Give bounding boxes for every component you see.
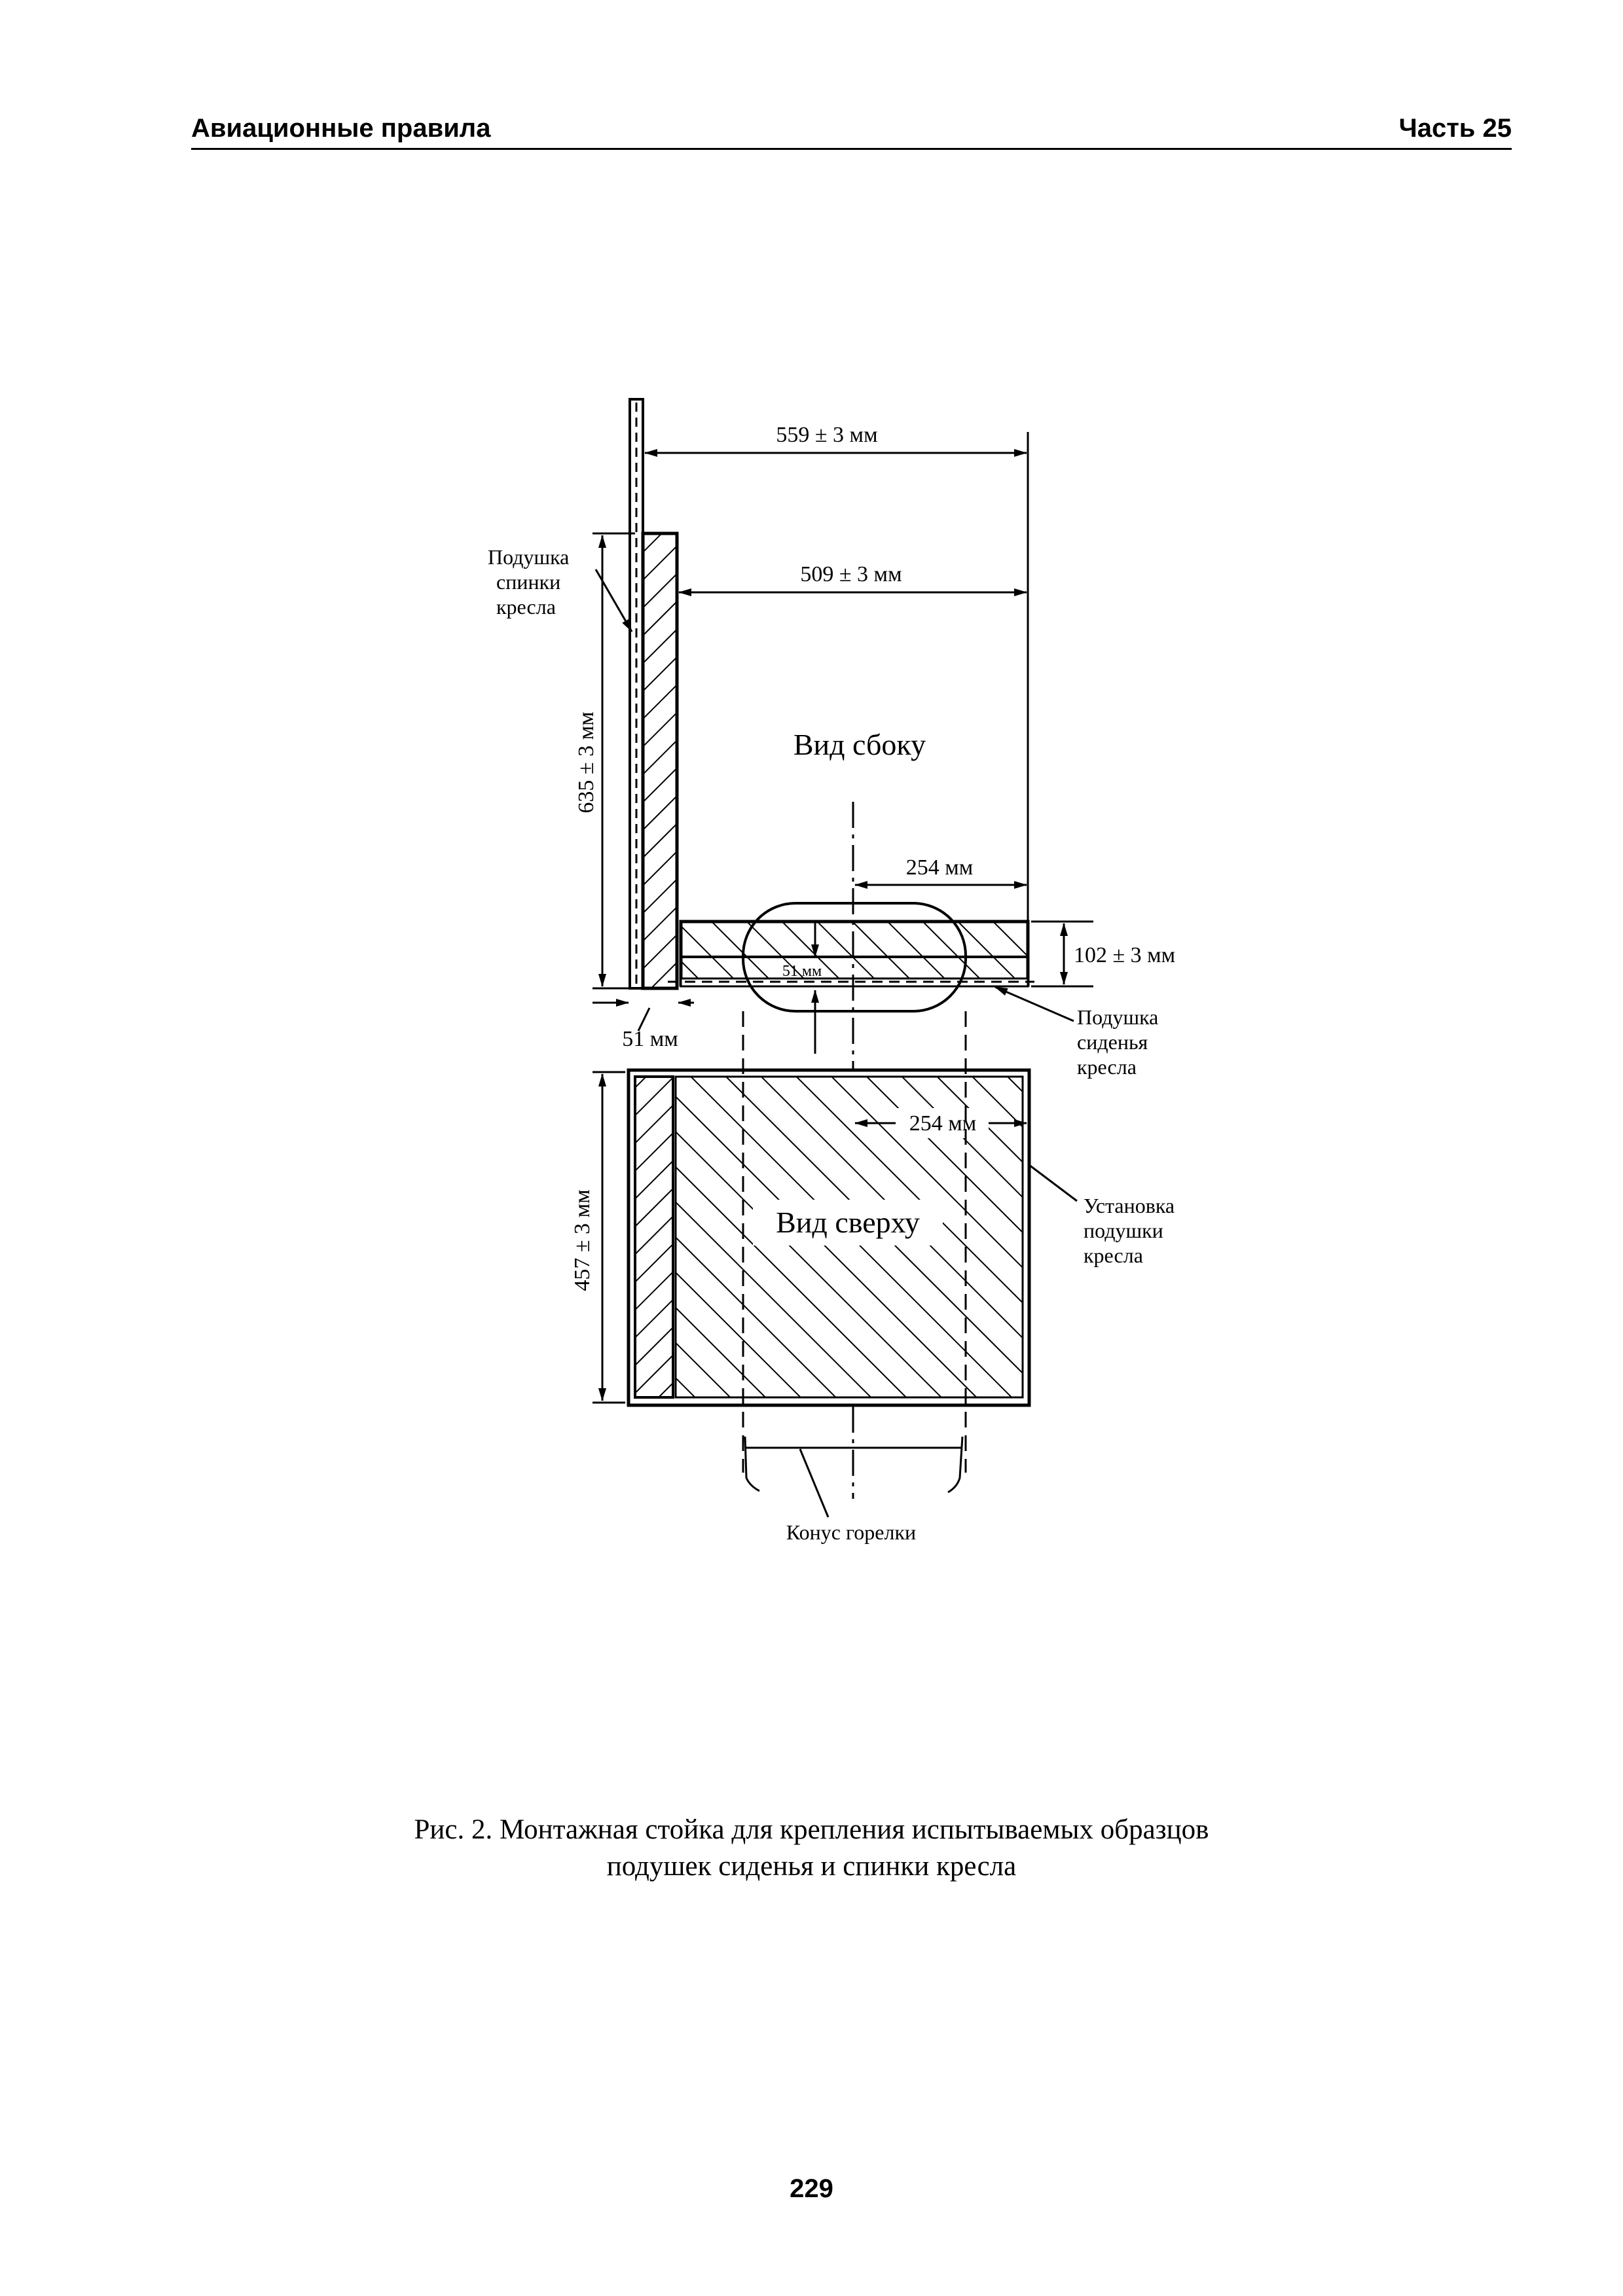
- header-rule: [191, 148, 1512, 150]
- back-cushion: [641, 531, 679, 990]
- dim-635-label: 635 ± 3 мм: [574, 711, 598, 813]
- running-header-title: Авиационные правила: [191, 114, 491, 143]
- figure-caption: Рис. 2. Монтажная стойка для крепления и…: [0, 1812, 1623, 1885]
- burner-outline-side: [742, 902, 967, 1013]
- title-side-view: Вид сбоку: [793, 728, 926, 761]
- dim-254-top-label: 254 мм: [909, 1111, 977, 1136]
- label-seat-cushion-line3: кресла: [1077, 1055, 1137, 1079]
- figure-caption-line2: подушек сиденья и спинки кресла: [606, 1851, 1017, 1882]
- label-installation-line3: кресла: [1084, 1244, 1143, 1267]
- label-back-cushion-line1: Подушка: [488, 545, 569, 569]
- top-view-back-cushion: [634, 1075, 674, 1399]
- dim-509-label: 509 ± 3 мм: [800, 562, 902, 586]
- dim-254-side-label: 254 мм: [906, 855, 974, 880]
- burner-cone: [744, 1436, 964, 1518]
- label-seat-cushion-line1: Подушка: [1077, 1005, 1158, 1029]
- top-view: [627, 1011, 1031, 1473]
- dim-51-inner-label: 51 мм: [782, 963, 822, 980]
- dim-102-label: 102 ± 3 мм: [1074, 943, 1175, 967]
- running-header-part: Часть 25: [1398, 114, 1512, 143]
- label-back-cushion-line2: спинки: [496, 570, 560, 594]
- seat-cushion: [679, 920, 1030, 987]
- side-view: [629, 398, 1034, 1013]
- label-installation-line2: подушки: [1084, 1219, 1163, 1242]
- title-top-view: Вид сверху: [776, 1206, 920, 1239]
- label-burner-cone: Конус горелки: [786, 1520, 916, 1544]
- label-seat-cushion-line2: сиденья: [1077, 1030, 1148, 1054]
- dim-457-label: 457 ± 3 мм: [570, 1189, 594, 1291]
- label-back-cushion-line3: кресла: [496, 595, 556, 619]
- page-number: 229: [790, 2174, 833, 2203]
- figure-caption-line1: Рис. 2. Монтажная стойка для крепления и…: [414, 1814, 1209, 1845]
- dim-559-label: 559 ± 3 мм: [776, 423, 877, 447]
- dim-51-bottom-label: 51 мм: [622, 1027, 678, 1051]
- dimension-lines: [593, 432, 1093, 1404]
- label-installation-line1: Установка: [1084, 1194, 1175, 1217]
